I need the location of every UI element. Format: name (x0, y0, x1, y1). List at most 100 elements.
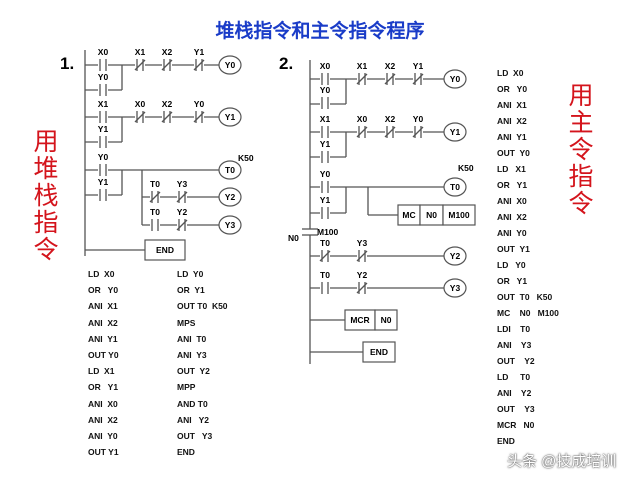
label: N0 (288, 233, 299, 243)
label: Y0 (98, 72, 109, 82)
instruction-line: LD X1 (88, 366, 115, 377)
contact-gap (98, 188, 108, 202)
label: Y1 (98, 177, 109, 187)
label: END (156, 245, 174, 255)
instruction-line: OUT Y2 (177, 366, 210, 377)
contact-gap (98, 163, 108, 177)
coil (443, 278, 467, 298)
label: K50 (238, 153, 254, 163)
mc-box (442, 204, 476, 226)
label: Y1 (320, 195, 331, 205)
label: Y1 (194, 47, 205, 57)
label: Y1 (450, 127, 461, 137)
nc-contact-slash (176, 219, 188, 231)
instruction-line: ANI Y0 (497, 228, 527, 238)
instruction-line: ANI Y3 (177, 349, 207, 360)
label: Y2 (177, 207, 188, 217)
instruction-line: ANI X2 (88, 414, 118, 425)
label: Y2 (357, 270, 368, 280)
coil (218, 160, 242, 180)
label: Y0 (450, 74, 461, 84)
label: Y1 (320, 139, 331, 149)
page-title: 堆栈指令和主令指令程序 (215, 20, 425, 42)
instruction-line: ANI X2 (497, 212, 527, 222)
nc-contact-slash (356, 126, 368, 138)
label: Y3 (177, 179, 188, 189)
label: X1 (320, 114, 331, 124)
nc-contact-slash (193, 111, 205, 123)
label: Y1 (225, 112, 236, 122)
instruction-line: ANI Y2 (497, 388, 532, 398)
coil (218, 187, 242, 207)
instruction-line: OUT T0 K50 (497, 292, 553, 302)
instruction-line: ANI Y0 (88, 430, 118, 441)
instruction-line: ANI Y1 (88, 333, 118, 344)
label: T0 (320, 238, 330, 248)
instruction-line: OUT Y0 (88, 349, 119, 360)
instruction-line: OR Y0 (88, 285, 119, 296)
instruction-line: LDI T0 (497, 324, 531, 334)
nc-contact-slash (134, 111, 146, 123)
mcr-box (374, 309, 398, 331)
watermark: 头条 @技成培训 (507, 453, 617, 470)
instruction-line: LD Y0 (177, 269, 204, 279)
label: Y0 (225, 60, 236, 70)
label: N0 (381, 315, 392, 325)
label: T0 (150, 207, 160, 217)
instruction-line: LD X0 (88, 269, 115, 279)
contact-gap (150, 218, 160, 232)
label: Y2 (450, 251, 461, 261)
label: X0 (320, 61, 331, 71)
nc-contact-slash (149, 191, 161, 203)
nc-contact-slash (412, 126, 424, 138)
instruction-line: MC N0 M100 (497, 308, 559, 318)
label: Y0 (320, 85, 331, 95)
label: T0 (450, 182, 460, 192)
instruction-line: ANI X0 (497, 196, 527, 206)
end-box (362, 341, 396, 363)
instruction-line: OUT Y1 (497, 244, 530, 254)
instruction-line: LD Y0 (497, 260, 526, 270)
contact-gap (320, 72, 330, 86)
label: M100 (448, 210, 470, 220)
label: X2 (385, 114, 396, 124)
instruction-line: ANI Y3 (497, 340, 532, 350)
instruction-line: OUT Y3 (177, 430, 213, 441)
contact-gap (320, 96, 330, 110)
side-label-char: 令 (568, 189, 594, 218)
instruction-line: END (177, 447, 195, 458)
instruction-line: OR Y1 (497, 276, 528, 286)
instruction-line: MCR N0 (497, 420, 535, 430)
instruction-line: ANI T0 (177, 333, 207, 344)
side-label-char: 用 (33, 127, 59, 156)
contact-gap (320, 125, 330, 139)
instruction-line: OR Y1 (497, 180, 528, 190)
label: M100 (317, 227, 339, 237)
contact-gap (98, 110, 108, 124)
instruction-line: MPP (177, 382, 196, 393)
label: X0 (98, 47, 109, 57)
instruction-line: AND T0 (177, 398, 208, 409)
nc-contact-slash (176, 191, 188, 203)
nc-contact-slash (356, 73, 368, 85)
instruction-line: OUT Y3 (497, 404, 535, 414)
label: Y0 (98, 152, 109, 162)
instruction-line: LD X1 (497, 164, 526, 174)
label: X1 (135, 47, 146, 57)
instruction-line: LD T0 (497, 372, 531, 382)
side-label-char: 令 (568, 135, 594, 164)
label: T0 (150, 179, 160, 189)
instruction-line: ANI X2 (88, 317, 118, 328)
label: T0 (320, 270, 330, 280)
side-label-char: 用 (568, 81, 594, 110)
label: X2 (385, 61, 396, 71)
instruction-line: OR Y1 (177, 285, 205, 296)
instruction-line: ANI X0 (88, 398, 118, 409)
side-label-char: 主 (568, 108, 594, 137)
label: MCR (350, 315, 369, 325)
coil (443, 69, 467, 89)
instruction-line: ANI Y1 (497, 132, 527, 142)
